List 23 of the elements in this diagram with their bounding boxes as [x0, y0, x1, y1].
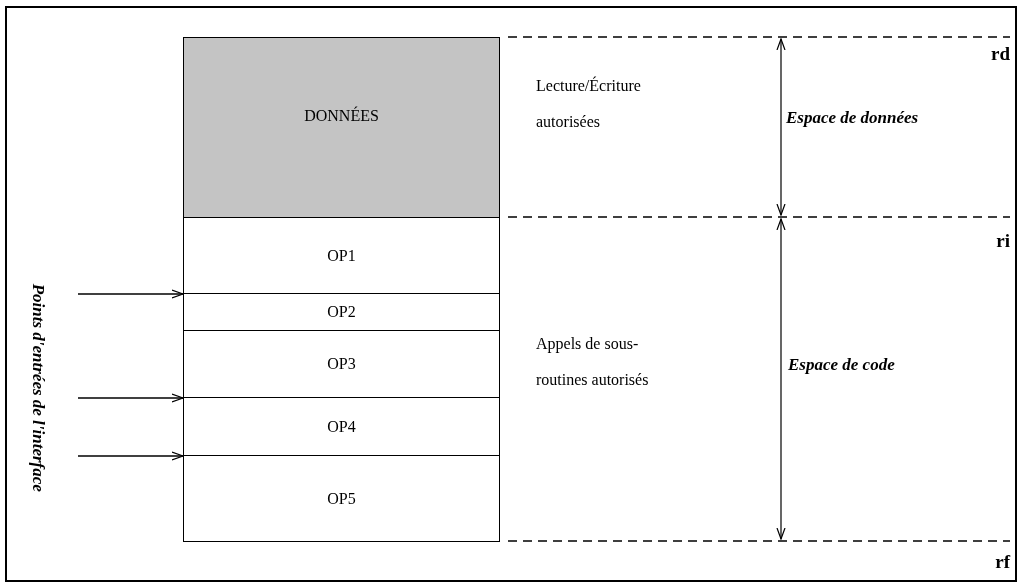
- arrow: [77, 451, 184, 461]
- dimension-label: Espace de code: [788, 354, 896, 376]
- register-label: rf: [994, 550, 1010, 574]
- register-label: rd: [990, 42, 1010, 66]
- arrow: [77, 393, 184, 403]
- operation-block: [183, 330, 500, 398]
- dimension-label: Espace de données: [786, 107, 920, 129]
- arrow: [77, 289, 184, 299]
- block-label: OP2: [327, 302, 356, 322]
- operation-block: [183, 397, 500, 456]
- access-note: Appels de sous-routines autorisés: [536, 334, 650, 390]
- block-label: OP5: [327, 488, 356, 509]
- operation-block: [183, 217, 500, 294]
- block-label: OP4: [327, 416, 356, 437]
- axis-title: Points d'entrées de l'interface: [27, 282, 49, 494]
- block-label: OP1: [327, 245, 356, 266]
- operation-block: [183, 293, 500, 331]
- access-note: Lecture/Écriture autorisées: [536, 75, 642, 132]
- register-label: ri: [995, 229, 1010, 253]
- operation-block: [183, 455, 500, 542]
- block-label: DONNÉES: [304, 105, 379, 126]
- block-label: OP3: [327, 354, 356, 374]
- data-block: [183, 37, 500, 218]
